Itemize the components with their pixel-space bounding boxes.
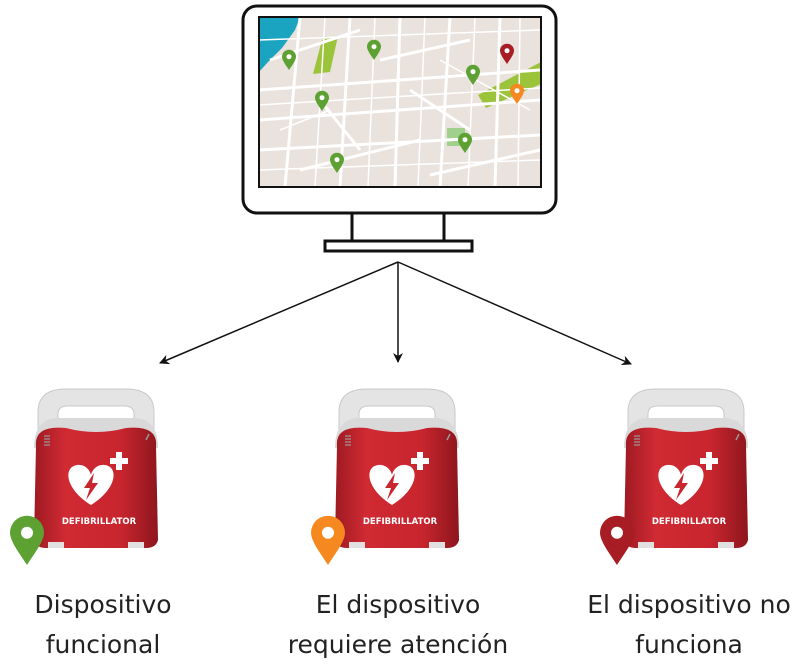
map-streets bbox=[259, 17, 541, 187]
map-pin-icon bbox=[466, 64, 480, 85]
defibrillator-label: DEFIBRILLATOR bbox=[62, 517, 137, 527]
lightning-bolt-icon bbox=[385, 473, 399, 500]
map-pin-icon bbox=[282, 49, 296, 70]
lightning-bolt-icon bbox=[84, 473, 98, 500]
plus-icon bbox=[411, 452, 429, 470]
caption-line: funcional bbox=[45, 630, 161, 659]
map-park bbox=[313, 36, 338, 74]
plus-icon bbox=[700, 452, 718, 470]
caption-device-error: El dispositivo no funciona bbox=[559, 585, 795, 665]
status-pin-icon bbox=[311, 515, 345, 565]
defibrillator-label: DEFIBRILLATOR bbox=[652, 517, 727, 527]
lightning-bolt-icon bbox=[674, 473, 688, 500]
caption-line: El dispositivo bbox=[315, 590, 481, 619]
map-screen bbox=[259, 17, 541, 187]
status-pin-icon bbox=[600, 515, 634, 565]
plus-icon bbox=[110, 452, 128, 470]
map-pin-icon bbox=[330, 152, 344, 173]
map-pin-icon bbox=[315, 90, 329, 111]
map-pin-icon bbox=[458, 132, 472, 153]
map-pins bbox=[282, 39, 524, 173]
monitor-neck bbox=[350, 213, 446, 241]
caption-line: funciona bbox=[635, 630, 743, 659]
map-pin-icon bbox=[367, 39, 381, 60]
caption-line: requiere atención bbox=[287, 630, 509, 659]
map-park bbox=[478, 62, 541, 108]
map-pin-icon bbox=[510, 83, 524, 104]
arrow-to-device-error bbox=[397, 261, 632, 365]
defibrillator-device-error: DEFIBRILLATOR bbox=[600, 388, 748, 565]
defibrillator-device-warning: DEFIBRILLATOR bbox=[311, 388, 459, 565]
map-minor-streets bbox=[259, 17, 541, 187]
arrows bbox=[159, 261, 632, 365]
caption-line: El dispositivo no bbox=[587, 590, 791, 619]
map-water bbox=[259, 17, 300, 72]
caption-line: Dispositivo bbox=[34, 590, 172, 619]
arrow-to-device-ok bbox=[159, 261, 399, 365]
status-pin-icon bbox=[10, 515, 44, 565]
caption-device-warning: El dispositivo requiere atención bbox=[268, 585, 528, 665]
monitor-base bbox=[323, 239, 474, 253]
devices: DEFIBRILLATOR DEFIBRILLATOR DEFIBRILLATOR bbox=[10, 388, 748, 565]
defibrillator-label: DEFIBRILLATOR bbox=[363, 517, 438, 527]
defibrillator-device-ok: DEFIBRILLATOR bbox=[10, 388, 158, 565]
computer-monitor bbox=[241, 4, 558, 253]
map-pin-icon bbox=[500, 43, 514, 64]
caption-device-ok: Dispositivo funcional bbox=[0, 585, 233, 665]
